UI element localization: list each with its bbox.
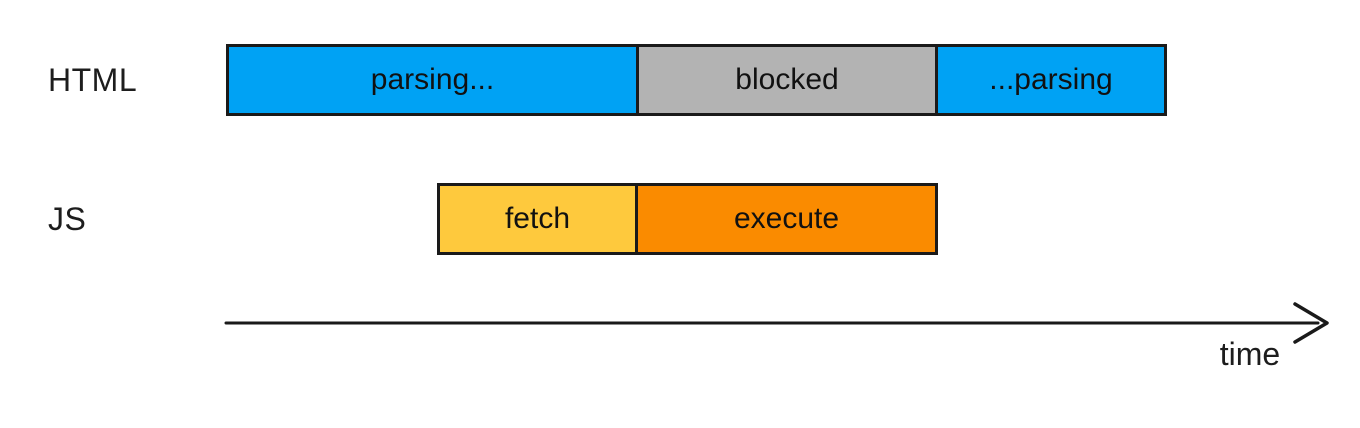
segment-parsing-start: parsing... [226,44,639,116]
row-label-js: JS [48,200,87,237]
time-axis-label: time [1219,336,1281,372]
segment-parsing-end: ...parsing [935,44,1167,116]
time-axis-arrow [224,302,1329,344]
row-label-html: HTML [48,61,138,98]
js-timeline-bar: fetch execute [437,183,938,255]
segment-fetch: fetch [437,183,638,255]
segment-execute: execute [635,183,938,255]
segment-blocked: blocked [636,44,938,116]
html-timeline-bar: parsing... blocked ...parsing [226,44,1167,116]
